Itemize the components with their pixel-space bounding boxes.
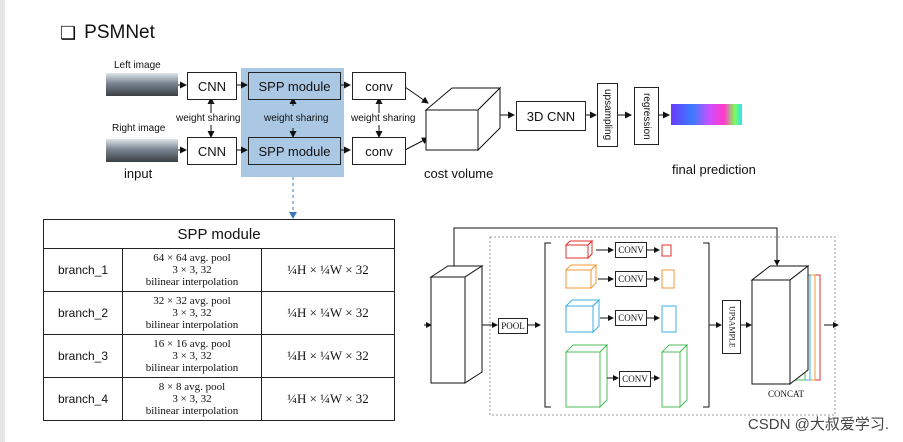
pool-text: 16 × 16 avg. pool bbox=[153, 338, 231, 350]
checkbox-bullet-icon: ❑ bbox=[60, 22, 77, 43]
conv-box-top: conv bbox=[352, 72, 406, 100]
cnn-box-top: CNN bbox=[187, 72, 237, 100]
conv-text: 3 × 3, 32 bbox=[172, 307, 212, 319]
cnn-box-bottom: CNN bbox=[187, 137, 237, 165]
section-heading: ❑ PSMNet bbox=[60, 22, 155, 44]
layer-cell: 16 × 16 avg. pool 3 × 3, 32 bilinear int… bbox=[122, 334, 262, 378]
weight-sharing-label-3: weight sharing bbox=[351, 113, 416, 124]
right-image-label: Right image bbox=[112, 123, 166, 134]
pool-box: POOL bbox=[498, 318, 528, 334]
cost-volume-label: cost volume bbox=[424, 166, 494, 181]
output-cell: ¼H × ¼W × 32 bbox=[261, 377, 395, 421]
interp-text: bilinear interpolation bbox=[145, 405, 239, 417]
final-prediction-label: final prediction bbox=[672, 162, 756, 177]
conv-box-branch1: CONV bbox=[615, 242, 647, 258]
layer-cell: 64 × 64 avg. pool 3 × 3, 32 bilinear int… bbox=[122, 248, 262, 292]
input-label: input bbox=[124, 166, 153, 181]
output-cell: ¼H × ¼W × 32 bbox=[261, 334, 395, 378]
conv-text: 3 × 3, 32 bbox=[172, 393, 212, 405]
upsample-box: UPSAMPLE bbox=[722, 300, 741, 354]
final-prediction-image bbox=[671, 104, 742, 125]
spp-module-table: SPP module branch_1 64 × 64 avg. pool 3 … bbox=[43, 219, 395, 421]
regression-label: regression bbox=[641, 92, 652, 140]
conv-text: 3 × 3, 32 bbox=[172, 350, 212, 362]
branch-cell: branch_4 bbox=[43, 377, 123, 421]
layer-cell: 32 × 32 avg. pool 3 × 3, 32 bilinear int… bbox=[122, 291, 262, 335]
upsample-label: UPSAMPLE bbox=[727, 306, 737, 348]
csdn-watermark: CSDN @大叔爱学习. bbox=[747, 416, 889, 433]
regression-box: regression bbox=[634, 87, 659, 145]
table-row: branch_1 64 × 64 avg. pool 3 × 3, 32 bil… bbox=[43, 248, 395, 292]
spp-box-top: SPP module bbox=[248, 72, 341, 100]
page-title: PSMNet bbox=[84, 22, 155, 43]
weight-sharing-label-1: weight sharing bbox=[176, 113, 241, 124]
interp-text: bilinear interpolation bbox=[145, 276, 239, 288]
left-edge-bar bbox=[0, 0, 5, 442]
cnn3d-box: 3D CNN bbox=[516, 101, 586, 131]
pool-text: 8 × 8 avg. pool bbox=[158, 381, 226, 393]
upsampling-label: upsampling bbox=[602, 89, 613, 141]
table-row: branch_3 16 × 16 avg. pool 3 × 3, 32 bil… bbox=[43, 334, 395, 378]
spp-box-bottom: SPP module bbox=[248, 137, 341, 165]
interp-text: bilinear interpolation bbox=[145, 362, 239, 374]
right-image-thumb bbox=[106, 139, 178, 162]
conv-box-branch2: CONV bbox=[615, 271, 647, 287]
pool-text: 32 × 32 avg. pool bbox=[153, 295, 231, 307]
table-title: SPP module bbox=[43, 219, 395, 249]
interp-text: bilinear interpolation bbox=[145, 319, 239, 331]
concat-label: CONCAT bbox=[768, 389, 805, 399]
output-cell: ¼H × ¼W × 32 bbox=[261, 248, 395, 292]
upsampling-box: upsampling bbox=[597, 83, 618, 147]
conv-box-branch4: CONV bbox=[619, 371, 651, 387]
conv-text: 3 × 3, 32 bbox=[172, 264, 212, 276]
conv-box-bottom: conv bbox=[352, 137, 406, 165]
pool-text: 64 × 64 avg. pool bbox=[153, 252, 231, 264]
branch-cell: branch_1 bbox=[43, 248, 123, 292]
weight-sharing-label-2: weight sharing bbox=[264, 113, 329, 124]
left-image-thumb bbox=[106, 73, 178, 96]
table-row: branch_4 8 × 8 avg. pool 3 × 3, 32 bilin… bbox=[43, 377, 395, 421]
conv-box-branch3: CONV bbox=[615, 310, 647, 326]
left-image-label: Left image bbox=[114, 60, 161, 71]
